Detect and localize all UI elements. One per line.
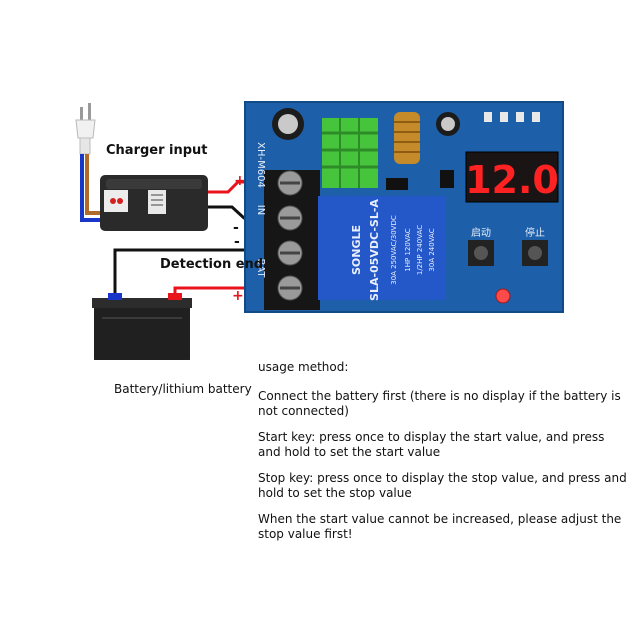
- instructions-title: usage method:: [258, 360, 349, 374]
- relay-brand: SONGLE: [350, 225, 363, 275]
- bat-minus-sign: -: [234, 234, 240, 250]
- instruction-step-4: When the start value cannot be increased…: [258, 512, 622, 541]
- instruction-step-1: Connect the battery first (there is no d…: [258, 389, 621, 418]
- relay-rating-3: 1/2HP 240VAC: [416, 225, 424, 275]
- charger-icon: [100, 175, 208, 231]
- instruction-step-2: Start key: press once to display the sta…: [258, 430, 605, 459]
- terminal-in-label: IN: [255, 205, 266, 215]
- relay-icon: SONGLE SLA-05VDC-SL-A 30A 250VAC/30VDC 1…: [318, 196, 446, 301]
- relay-rating-1: 30A 250VAC/30VDC: [390, 215, 398, 285]
- board-model-label: XH-M604: [255, 142, 266, 188]
- display-value: 12.0: [465, 158, 559, 202]
- charger-input-label: Charger input: [106, 143, 208, 158]
- instruction-step-3: Stop key: press once to display the stop…: [258, 471, 627, 500]
- start-button[interactable]: [468, 240, 494, 266]
- controller-board: 12.0 XH-M604 IN BAT SONGLE SLA-05VDC-SL-…: [244, 101, 564, 313]
- digital-display: 12.0: [465, 151, 559, 203]
- terminal-bat-label: BAT: [255, 258, 266, 278]
- in-plus-sign: +: [234, 173, 246, 189]
- battery-label: Battery/lithium battery: [114, 382, 252, 396]
- terminal-block: [264, 170, 320, 310]
- bat-plus-sign: +: [232, 288, 244, 304]
- heatsink-icon: [322, 118, 378, 188]
- battery-icon: [92, 293, 192, 360]
- wiring-diagram: + - - +: [75, 101, 564, 360]
- relay-model: SLA-05VDC-SL-A: [368, 199, 381, 301]
- plug-icon: [75, 103, 96, 155]
- detection-end-label: Detection end: [160, 257, 264, 272]
- stop-button[interactable]: [522, 240, 548, 266]
- stop-button-label: 停止: [525, 226, 545, 239]
- start-button-label: 启动: [471, 226, 491, 239]
- inductor-icon: [394, 112, 420, 164]
- in-minus-sign: -: [233, 220, 239, 236]
- relay-rating-2: 1HP 120VAC: [404, 228, 412, 272]
- relay-rating-4: 30A 240VAC: [428, 228, 436, 271]
- usage-instructions: usage method: Connect the battery first …: [258, 360, 628, 553]
- led-icon: [495, 288, 511, 304]
